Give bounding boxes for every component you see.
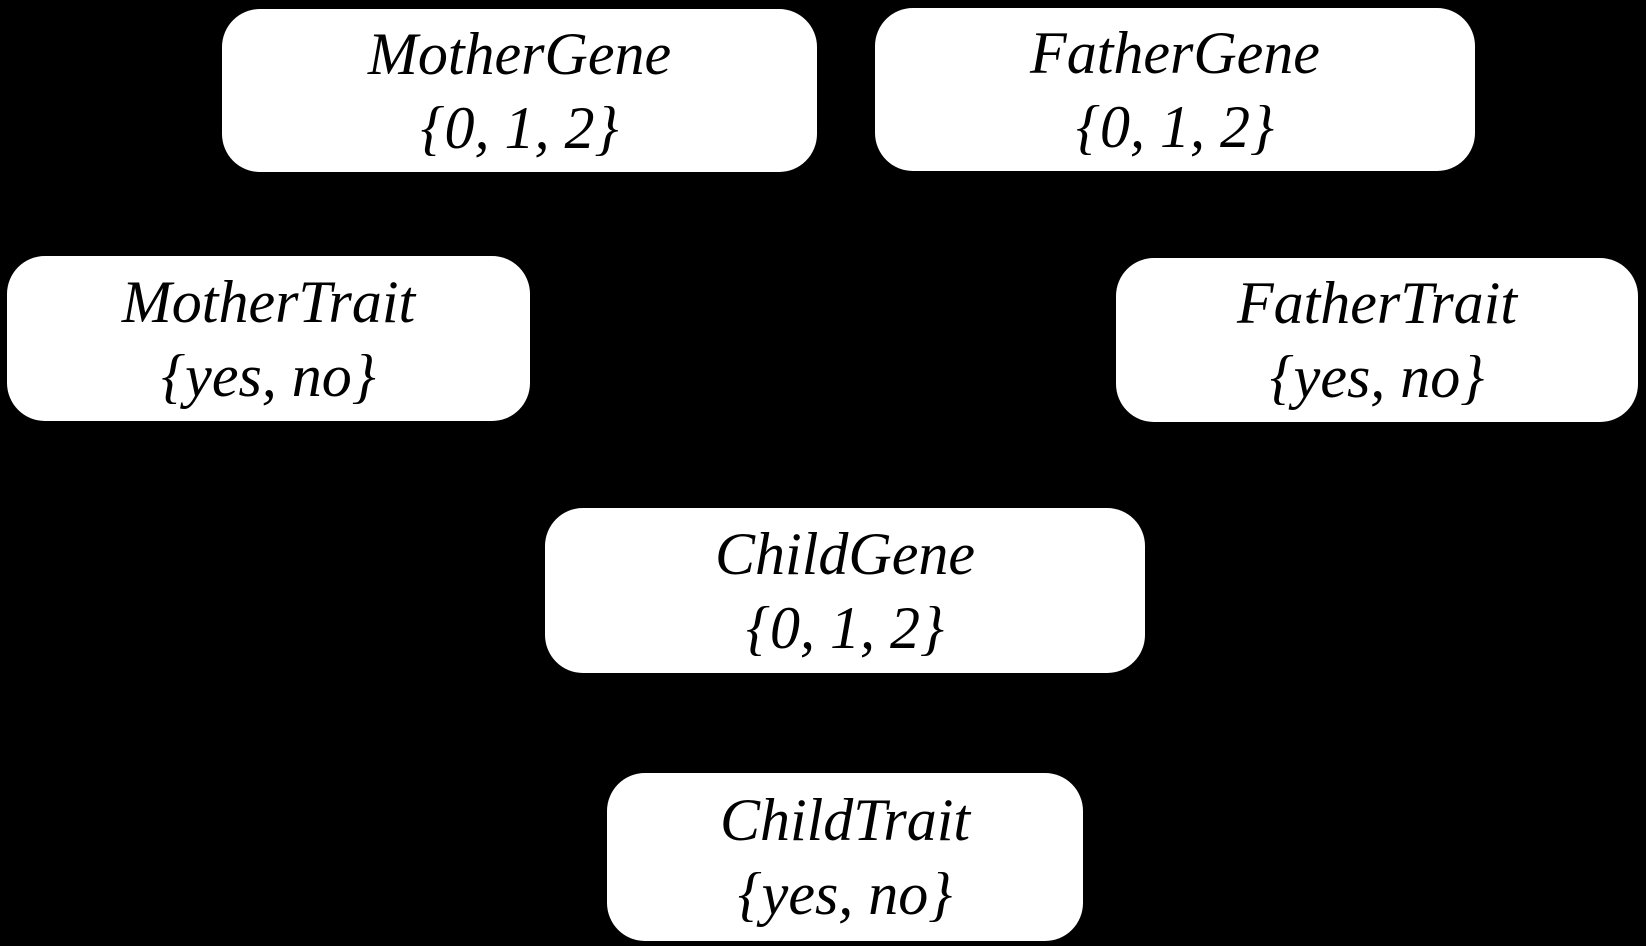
node-father-gene-values: {0, 1, 2} <box>1076 93 1274 160</box>
node-mother-trait-values: {yes, no} <box>161 342 376 409</box>
node-child-trait-values: {yes, no} <box>737 861 953 927</box>
node-mother-gene-title: MotherGene <box>367 20 672 87</box>
node-father-trait-values: {yes, no} <box>1269 344 1485 410</box>
node-child-gene-title: ChildGene <box>715 520 975 587</box>
node-child-trait: ChildTrait {yes, no} <box>607 773 1083 941</box>
node-child-gene: ChildGene {0, 1, 2} <box>545 508 1145 673</box>
node-mother-gene: MotherGene {0, 1, 2} <box>222 9 817 172</box>
node-mother-trait: MotherTrait {yes, no} <box>7 256 530 421</box>
node-father-gene: FatherGene {0, 1, 2} <box>875 8 1475 171</box>
node-child-gene-values: {0, 1, 2} <box>746 594 944 661</box>
node-mother-trait-title: MotherTrait <box>121 268 416 335</box>
node-mother-gene-values: {0, 1, 2} <box>420 94 619 161</box>
node-child-trait-title: ChildTrait <box>719 787 971 853</box>
node-father-trait: FatherTrait {yes, no} <box>1116 258 1638 422</box>
node-father-gene-title: FatherGene <box>1030 19 1320 86</box>
node-father-trait-title: FatherTrait <box>1236 270 1518 336</box>
